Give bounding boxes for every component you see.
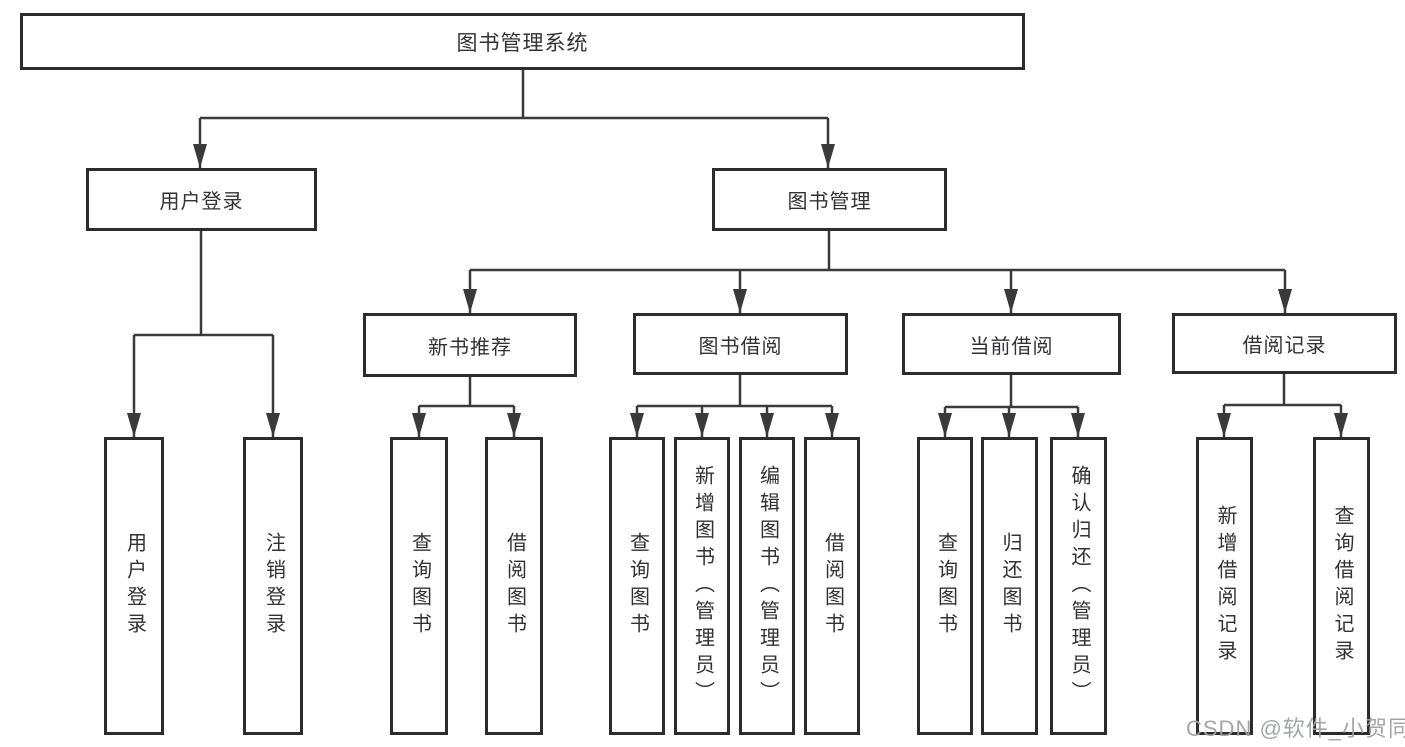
node-new-book-recommend: 新书推荐	[363, 313, 577, 377]
leaf-cb-confirm-return: 确认归还（管理员）	[1050, 437, 1107, 735]
leaf-br-query-record-label: 查询借阅记录	[1331, 505, 1353, 667]
leaf-logout-label: 注销登录	[262, 532, 285, 640]
leaf-bb-edit-books: 编辑图书（管理员）	[739, 437, 795, 735]
leaf-bb-add-books: 新增图书（管理员）	[674, 437, 730, 735]
leaf-br-add-record: 新增借阅记录	[1196, 437, 1253, 735]
connector-user-login-trunk	[134, 231, 273, 337]
leaf-bb-borrow-books: 借阅图书	[804, 437, 860, 735]
connector-new-book-trunk	[419, 377, 514, 408]
connector-current-borrowing-trunk	[945, 375, 1078, 409]
leaf-rec-query-books: 查询图书	[390, 437, 448, 735]
leaf-br-add-record-label: 新增借阅记录	[1214, 505, 1236, 667]
node-user-login-branch: 用户登录	[86, 168, 317, 231]
leaf-cb-query-books: 查询图书	[917, 437, 973, 735]
connector-book-management-trunk	[470, 231, 1285, 272]
leaf-cb-return-books: 归还图书	[981, 437, 1038, 735]
node-book-management-branch: 图书管理	[712, 168, 947, 231]
leaf-bb-add-books-label: 新增图书（管理员）	[691, 464, 714, 708]
leaf-user-login-label: 用户登录	[123, 532, 146, 640]
leaf-br-query-record: 查询借阅记录	[1313, 437, 1370, 735]
node-borrowing-records: 借阅记录	[1172, 313, 1397, 374]
csdn-watermark: CSDN @软件_小贺同学	[1186, 716, 1405, 741]
leaf-user-login: 用户登录	[104, 437, 164, 735]
leaf-rec-borrow-books: 借阅图书	[485, 437, 543, 735]
leaf-rec-query-books-label: 查询图书	[408, 532, 431, 640]
leaf-bb-query-books-label: 查询图书	[626, 532, 649, 640]
leaf-bb-edit-books-label: 编辑图书（管理员）	[756, 464, 779, 708]
connector-book-borrowing-trunk	[637, 375, 832, 408]
leaf-bb-borrow-books-label: 借阅图书	[821, 532, 844, 640]
leaf-cb-query-books-label: 查询图书	[934, 532, 957, 640]
node-current-borrowing: 当前借阅	[902, 313, 1121, 375]
leaf-rec-borrow-books-label: 借阅图书	[503, 532, 526, 640]
leaf-bb-query-books: 查询图书	[609, 437, 665, 735]
leaf-logout: 注销登录	[243, 437, 303, 735]
connector-borrowing-records-trunk	[1224, 374, 1341, 407]
leaf-cb-confirm-return-label: 确认归还（管理员）	[1068, 464, 1090, 708]
node-book-borrowing: 图书借阅	[633, 313, 848, 375]
leaf-cb-return-books-label: 归还图书	[999, 532, 1021, 640]
connector-root-trunk	[200, 70, 828, 120]
node-root-system: 图书管理系统	[20, 13, 1025, 70]
